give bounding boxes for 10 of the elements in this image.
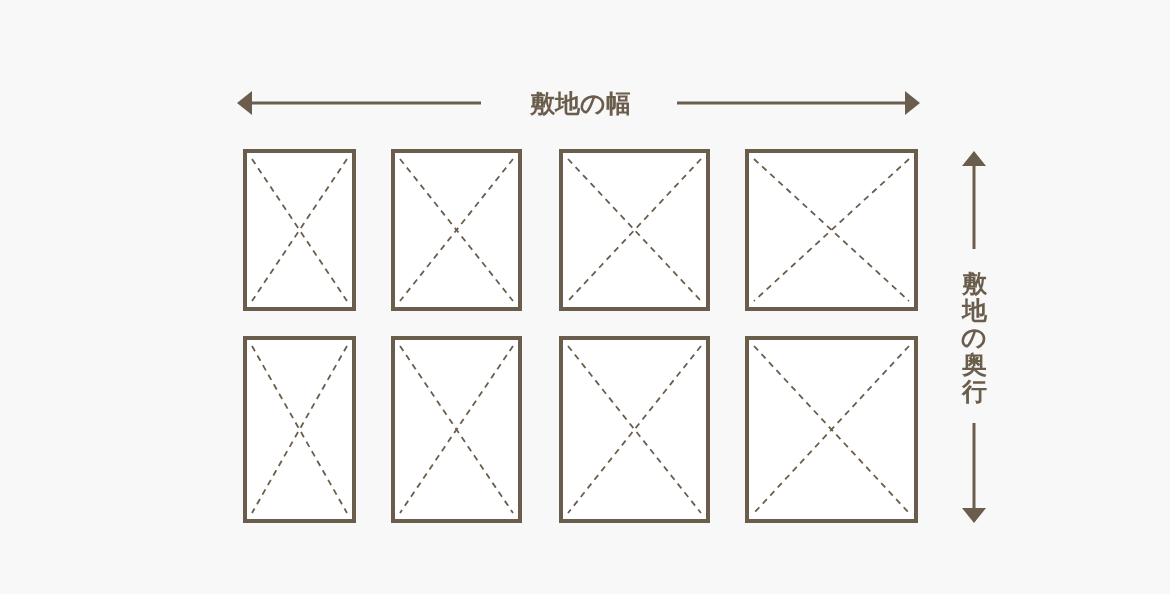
crossed-box [745,336,918,523]
crossed-box [391,149,522,311]
crossed-box [391,336,522,523]
crossed-box [559,149,710,311]
crossed-box [243,336,356,523]
crossed-box [243,149,356,311]
dimension-label: 敷地の奥行 [961,269,987,405]
crossed-box [745,149,918,311]
dimension-label: 敷地の幅 [529,90,631,116]
crossed-box [559,336,710,523]
